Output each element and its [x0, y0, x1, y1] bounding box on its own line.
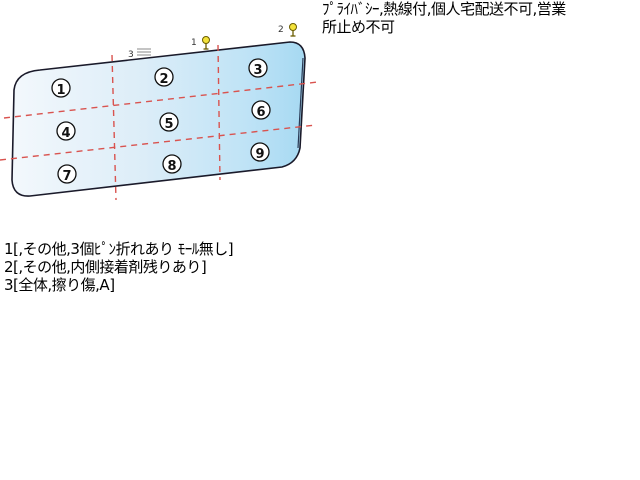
damage-item-3: 3[全体,擦り傷,A]: [4, 276, 115, 294]
glass-outline-diagram: 1 2 3 4 5 6 7 8 9 3: [0, 23, 319, 201]
region-1-label: 1: [56, 83, 65, 98]
marker-3-number: 3: [128, 50, 134, 60]
region-9-label: 9: [255, 147, 264, 162]
region-8-label: 8: [167, 159, 176, 174]
region-5-label: 5: [164, 117, 173, 132]
question-pin-icon: [202, 36, 210, 50]
marker-2-number: 2: [278, 25, 284, 35]
damage-item-2: 2[,その他,内側接着剤残りあり]: [4, 258, 207, 276]
region-4-label: 4: [61, 126, 70, 141]
damage-list: 1[,その他,3個ﾋﾟﾝ折れあり ﾓｰﾙ無し] 2[,その他,内側接着剤残りあり…: [4, 240, 320, 294]
notes-line-2: 所止め不可: [322, 18, 395, 36]
notes-line-1: ﾌﾟﾗｲﾊﾞｼｰ,熱線付,個人宅配送不可,営業: [322, 0, 566, 18]
region-7-label: 7: [62, 169, 71, 184]
glass-panel: [11, 41, 306, 197]
region-2-label: 2: [159, 72, 168, 87]
damage-item-1: 1[,その他,3個ﾋﾟﾝ折れあり ﾓｰﾙ無し]: [4, 240, 234, 258]
scratch-lines-icon: [137, 48, 151, 56]
marker-1-number: 1: [191, 38, 197, 48]
vehicle-notes: ﾌﾟﾗｲﾊﾞｼｰ,熱線付,個人宅配送不可,営業 所止め不可: [322, 0, 638, 36]
marker-2[interactable]: 2: [278, 23, 297, 37]
marker-3[interactable]: 3: [128, 48, 151, 60]
region-labels: 1 2 3 4 5 6 7 8 9: [51, 58, 271, 184]
glass-damage-diagram: 1 2 3 4 5 6 7 8 9 3: [0, 0, 320, 210]
region-3-label: 3: [253, 63, 262, 78]
grid-lines: [0, 44, 319, 201]
region-6-label: 6: [256, 105, 265, 120]
marker-1[interactable]: 1: [191, 36, 210, 50]
question-pin-icon: [289, 23, 297, 37]
